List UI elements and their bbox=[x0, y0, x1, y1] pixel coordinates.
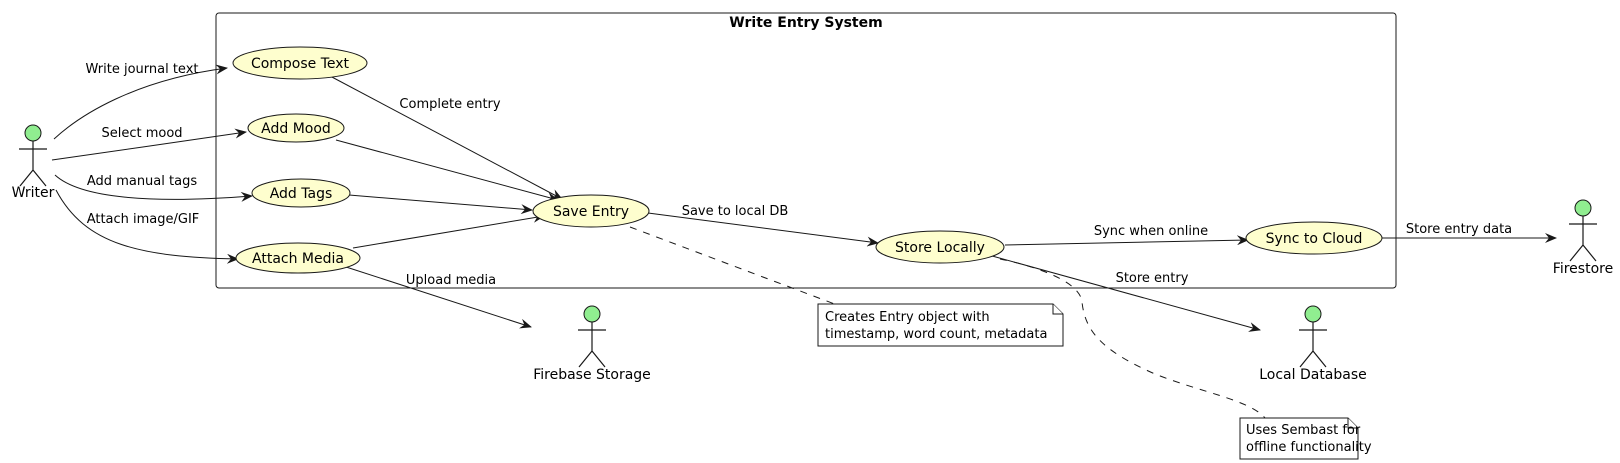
actor-label: Local Database bbox=[1259, 367, 1367, 383]
use-case-attach-media[interactable]: Attach Media bbox=[235, 242, 361, 274]
use-case-label: Save Entry bbox=[553, 204, 629, 220]
actor-local-database[interactable]: Local Database bbox=[1259, 305, 1367, 383]
edge-label-select-mood: Select mood bbox=[101, 126, 182, 141]
note-entry-object: Creates Entry object with timestamp, wor… bbox=[817, 303, 1064, 347]
edge-label-store-entry-data: Store entry data bbox=[1406, 222, 1512, 237]
use-case-add-tags[interactable]: Add Tags bbox=[251, 178, 351, 208]
edge-label-attach-image-gif: Attach image/GIF bbox=[87, 212, 200, 227]
edge-store-to-sync bbox=[1004, 235, 1249, 246]
use-case-add-mood[interactable]: Add Mood bbox=[247, 113, 345, 143]
note-link-entry-object bbox=[629, 226, 841, 307]
use-case-save-entry[interactable]: Save Entry bbox=[532, 194, 650, 228]
system-title: Write Entry System bbox=[729, 15, 882, 31]
use-case-label: Add Mood bbox=[261, 121, 331, 137]
use-case-sync-to-cloud[interactable]: Sync to Cloud bbox=[1245, 221, 1383, 255]
actor-writer[interactable]: Writer bbox=[12, 124, 55, 201]
edge-label-complete-entry: Complete entry bbox=[399, 97, 500, 112]
actor-firebase-storage[interactable]: Firebase Storage bbox=[533, 305, 651, 383]
use-case-label: Attach Media bbox=[252, 251, 344, 267]
edge-label-sync-when-online: Sync when online bbox=[1094, 224, 1208, 239]
note-link-sembast bbox=[999, 258, 1266, 419]
use-case-label: Sync to Cloud bbox=[1266, 231, 1363, 247]
edge-save-to-store bbox=[647, 212, 879, 247]
actor-label: Writer bbox=[12, 185, 55, 201]
note-sembast: Uses Sembast for offline functionality bbox=[1239, 417, 1372, 460]
use-case-store-locally[interactable]: Store Locally bbox=[875, 230, 1005, 264]
edge-tags-to-save bbox=[348, 194, 533, 215]
edge-label-store-entry: Store entry bbox=[1116, 271, 1189, 286]
system-boundary: Write Entry System bbox=[215, 12, 1397, 289]
use-case-compose-text[interactable]: Compose Text bbox=[232, 46, 368, 80]
note-line-1: Creates Entry object with bbox=[825, 310, 990, 325]
edges: Write journal text Select mood Add manua… bbox=[51, 62, 1557, 419]
edge-label-add-manual-tags: Add manual tags bbox=[87, 174, 197, 189]
edge-write-journal-text bbox=[53, 64, 228, 140]
actor-label: Firestore bbox=[1553, 261, 1613, 277]
note-line-2: timestamp, word count, metadata bbox=[825, 327, 1047, 342]
edge-mood-to-save bbox=[335, 139, 559, 202]
edge-media-to-storage bbox=[342, 265, 532, 329]
edge-add-manual-tags bbox=[54, 174, 253, 202]
note-line-2: offline functionality bbox=[1246, 440, 1372, 455]
actor-firestore[interactable]: Firestore bbox=[1553, 199, 1613, 277]
note-line-1: Uses Sembast for bbox=[1246, 423, 1361, 438]
edge-attach-image-gif bbox=[55, 189, 239, 264]
edge-select-mood bbox=[51, 128, 247, 161]
edge-label-save-to-local-db: Save to local DB bbox=[682, 204, 789, 219]
edge-label-write-journal-text: Write journal text bbox=[86, 62, 199, 77]
actor-label: Firebase Storage bbox=[533, 367, 651, 383]
edge-media-to-save bbox=[352, 212, 545, 249]
use-case-label: Add Tags bbox=[270, 186, 333, 202]
edge-label-upload-media: Upload media bbox=[406, 273, 496, 288]
edge-compose-to-save bbox=[329, 75, 563, 200]
use-case-label: Store Locally bbox=[895, 240, 985, 256]
use-case-label: Compose Text bbox=[251, 56, 350, 72]
